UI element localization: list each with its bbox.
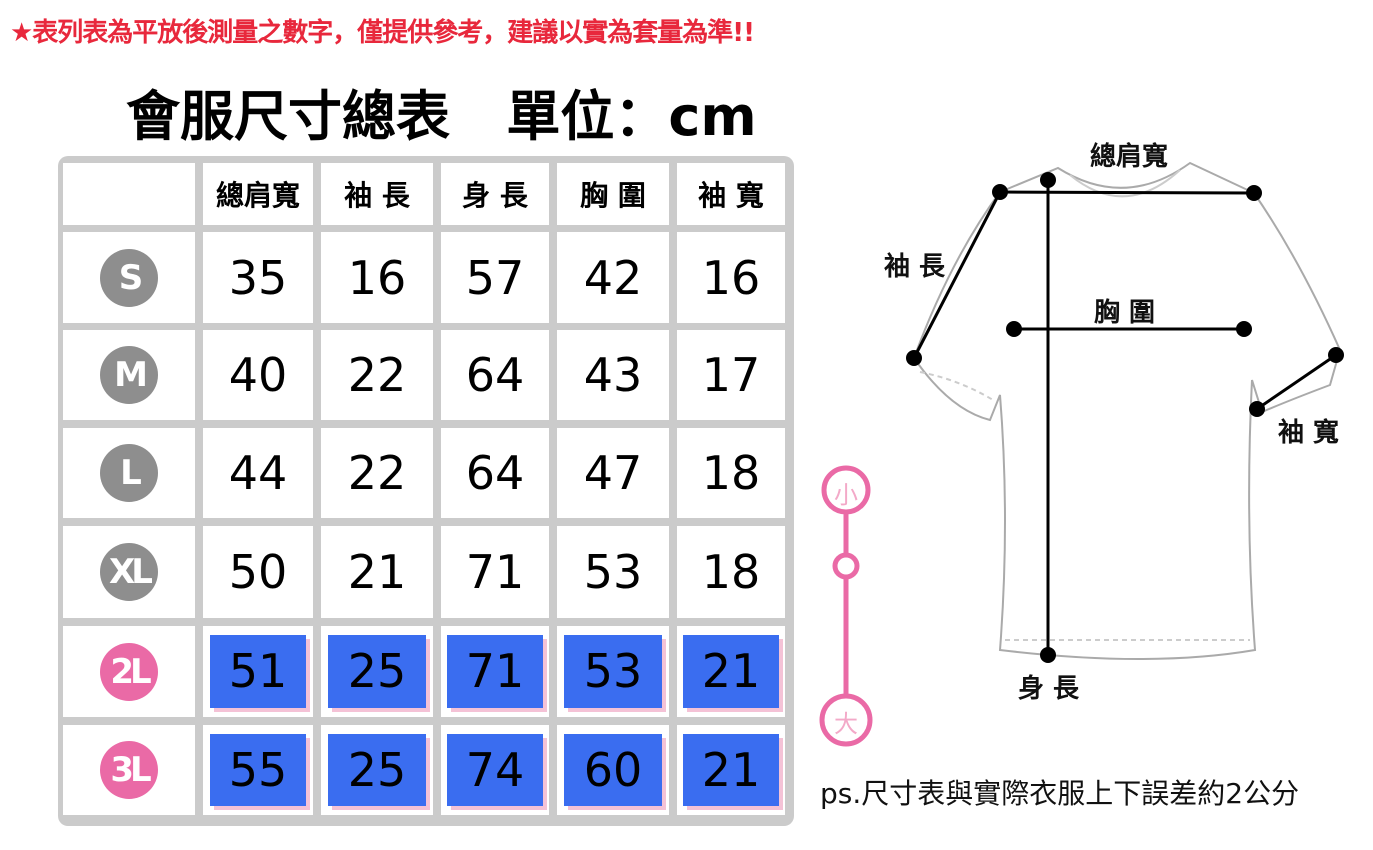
cell-value: 71 [447,635,543,708]
column-header: 胸 圍 [557,163,669,225]
cell-value: 43 [583,348,643,402]
label-body-length: 身 長 [1018,674,1080,704]
cell-value: 64 [465,446,525,500]
cell-value: 71 [465,545,525,599]
cell-value: 21 [683,635,779,708]
column-header: 袖 長 [321,163,433,225]
size-label-cell: L [63,428,195,518]
table-cell: 71 [441,626,549,717]
table-cell: 40 [203,330,313,420]
column-header: 總肩寬 [203,163,313,225]
header-corner [63,163,195,225]
tshirt-outline [912,161,1342,660]
label-sleeve-width: 袖 寬 [1278,418,1340,448]
table-cell: 16 [321,232,433,323]
cell-value: 50 [228,545,288,599]
cell-value: 25 [327,734,427,806]
table-cell: 57 [441,232,549,323]
cell-value: 21 [683,734,779,806]
table-cell: 44 [203,428,313,518]
size-badge: L [100,444,158,502]
column-header: 袖 寬 [677,163,785,225]
size-label-cell: S [63,232,195,323]
table-cell: 25 [321,725,433,815]
table-cell: 25 [321,626,433,717]
cell-value: 53 [583,545,643,599]
cell-value: 51 [209,635,307,708]
size-scale [819,465,873,747]
column-header: 身 長 [441,163,549,225]
cell-value: 18 [701,446,761,500]
table-cell: 51 [203,626,313,717]
tolerance-note: ps.尺寸表與實際衣服上下誤差約2公分 [820,777,1300,810]
label-chest: 胸 圍 [1094,298,1156,328]
cell-value: 47 [583,446,643,500]
table-cell: 21 [677,626,785,717]
size-badge: S [100,248,158,307]
size-badge: XL [100,543,158,601]
table-cell: 22 [321,428,433,518]
cell-value: 60 [563,734,663,806]
cell-value: 22 [347,446,407,500]
cell-value: 22 [347,348,407,402]
table-cell: 64 [441,330,549,420]
cell-value: 35 [228,250,288,305]
cell-value: 64 [465,348,525,402]
table-cell: 47 [557,428,669,518]
cell-value: 44 [228,446,288,500]
size-label-cell: XL [63,526,195,618]
cell-value: 17 [701,348,761,402]
table-cell: 21 [321,526,433,618]
size-badge: 3L [100,741,158,799]
table-cell: 60 [557,725,669,815]
size-badge: 2L [100,642,158,701]
cell-value: 18 [701,545,761,599]
size-label-cell: M [63,330,195,420]
table-cell: 18 [677,526,785,618]
cell-value: 74 [447,734,543,806]
table-cell: 18 [677,428,785,518]
cell-value: 55 [209,734,307,806]
table-cell: 74 [441,725,549,815]
page-title: 會服尺寸總表 單位：cm [126,85,757,148]
size-badge: M [100,346,158,404]
notice-text: ★表列表為平放後測量之數字，僅提供參考，建議以實為套量為準!! [10,18,755,48]
cell-value: 53 [563,635,663,708]
table-cell: 21 [677,725,785,815]
table-cell: 35 [203,232,313,323]
table-cell: 50 [203,526,313,618]
cell-value: 57 [465,250,525,305]
label-sleeve-length: 袖 長 [884,252,946,282]
size-label-cell: 3L [63,725,195,815]
scale-large: 大 [834,710,858,738]
scale-small: 小 [834,481,858,509]
cell-value: 40 [228,348,288,402]
cell-value: 16 [701,250,761,305]
cell-value: 16 [347,250,407,305]
table-cell: 64 [441,428,549,518]
table-cell: 17 [677,330,785,420]
table-cell: 42 [557,232,669,323]
label-shoulder: 總肩寬 [1090,142,1169,172]
size-label-cell: 2L [63,626,195,717]
table-cell: 22 [321,330,433,420]
cell-value: 21 [347,545,407,599]
table-cell: 53 [557,526,669,618]
cell-value: 42 [583,250,643,305]
table-cell: 53 [557,626,669,717]
table-cell: 71 [441,526,549,618]
cell-value: 25 [327,635,427,708]
table-cell: 55 [203,725,313,815]
table-cell: 16 [677,232,785,323]
table-cell: 43 [557,330,669,420]
